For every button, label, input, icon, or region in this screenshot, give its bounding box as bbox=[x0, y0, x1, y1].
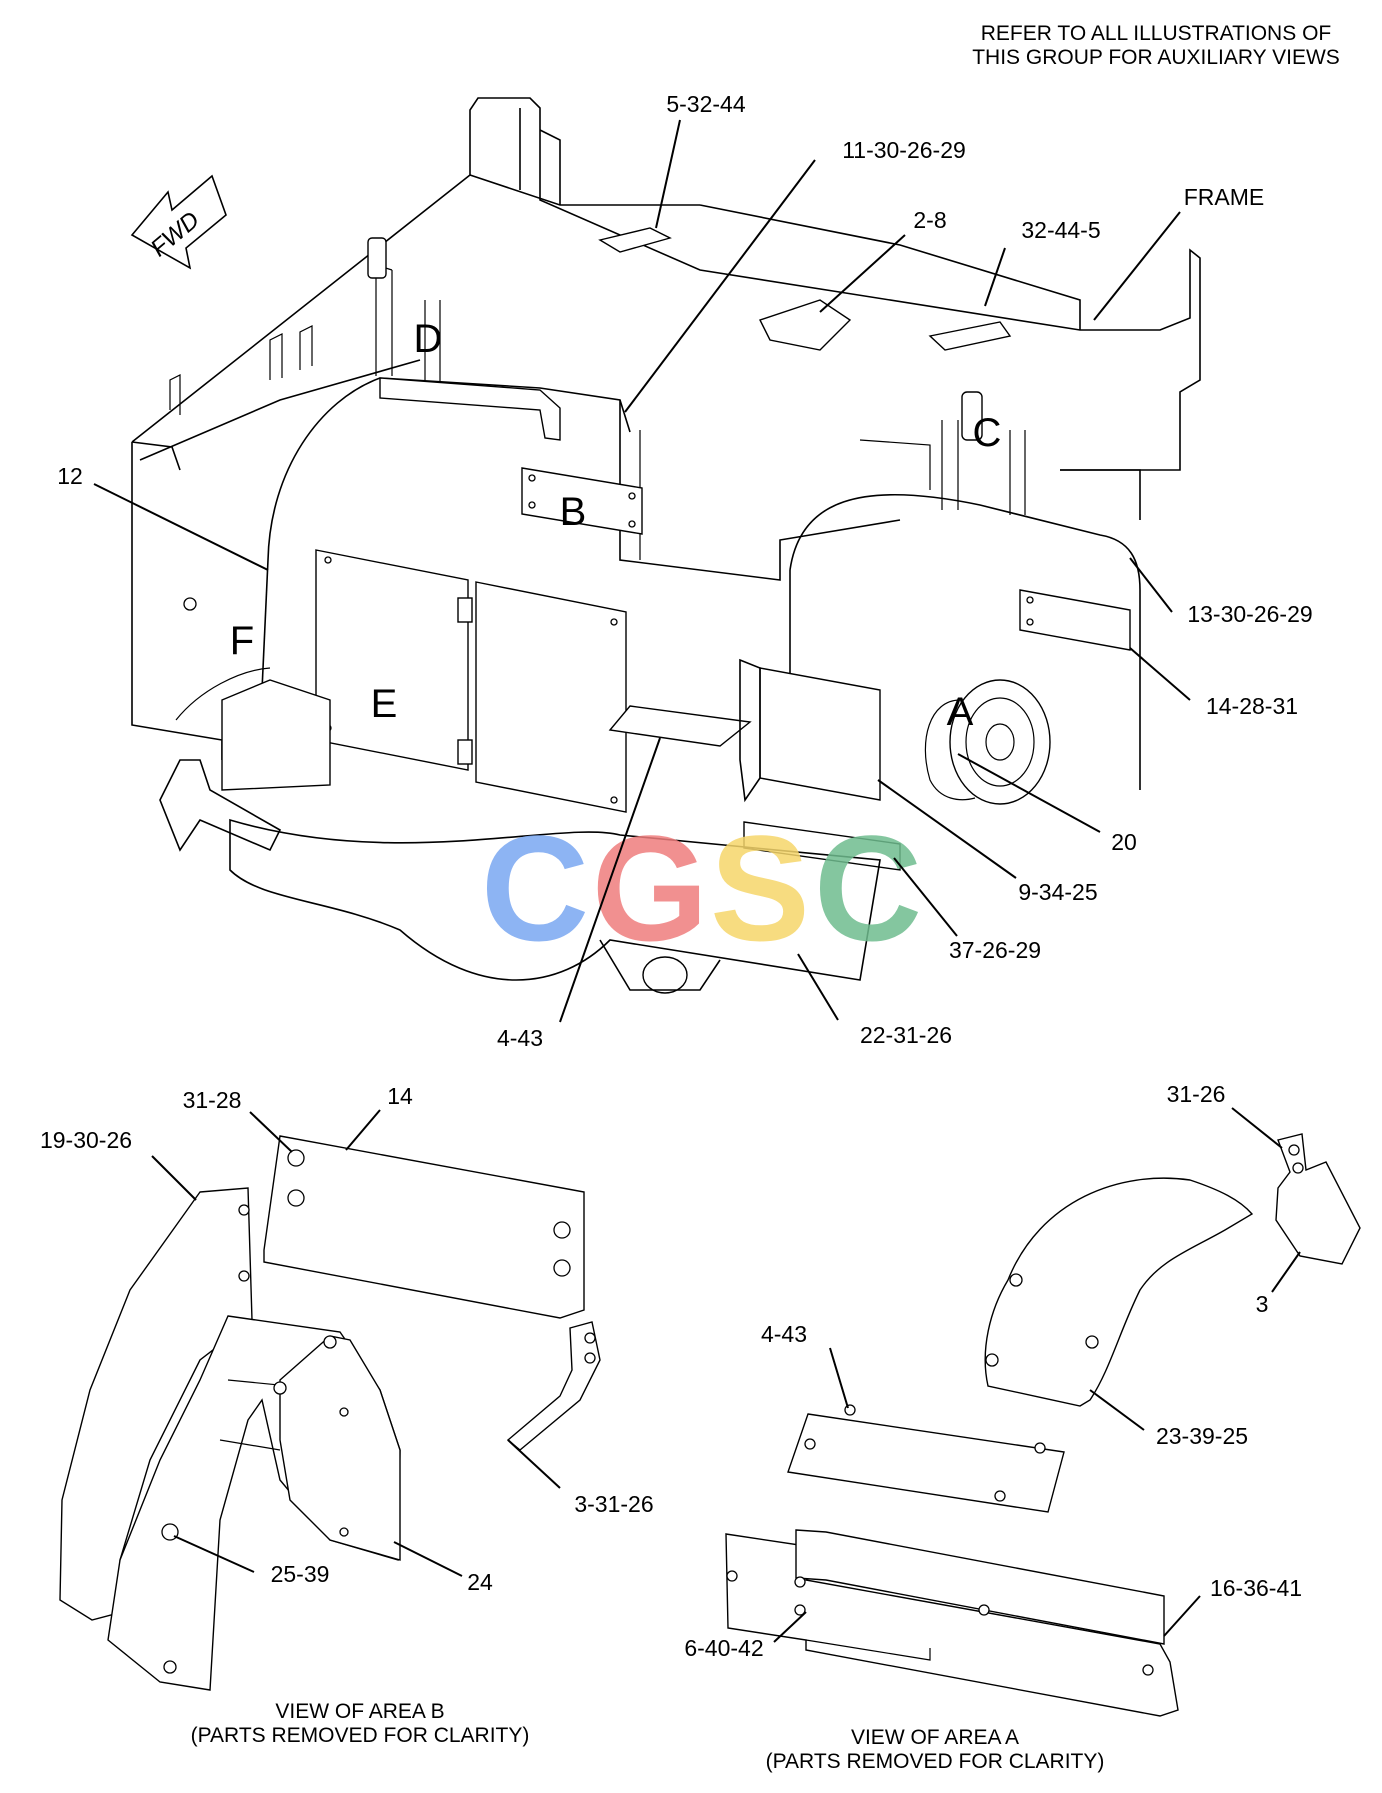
callout-37-26-29: 37-26-29 bbox=[949, 937, 1041, 963]
callout-5-32-44: 5-32-44 bbox=[666, 91, 745, 117]
header-note-line1: REFER TO ALL ILLUSTRATIONS OF bbox=[981, 22, 1331, 45]
area-letter-d: D bbox=[414, 317, 443, 361]
callout-3: 3 bbox=[1256, 1291, 1269, 1317]
callout-25-39: 25-39 bbox=[271, 1561, 330, 1587]
view-a-caption-line2: (PARTS REMOVED FOR CLARITY) bbox=[766, 1750, 1105, 1773]
view-a-caption-line1: VIEW OF AREA A bbox=[851, 1726, 1019, 1749]
area-letter-b: B bbox=[560, 490, 587, 534]
view-area-b: 31-28 14 19-30-26 3-31-26 25-39 24 VIEW … bbox=[40, 1083, 654, 1747]
callout-20: 20 bbox=[1111, 829, 1137, 855]
callout-31-28: 31-28 bbox=[183, 1087, 242, 1113]
area-letter-c: C bbox=[973, 411, 1002, 455]
fwd-label: FWD bbox=[146, 206, 205, 262]
callout-6-40-42: 6-40-42 bbox=[684, 1635, 763, 1661]
area-letter-e: E bbox=[371, 682, 398, 726]
view-b-caption-line1: VIEW OF AREA B bbox=[275, 1700, 444, 1723]
header-note: REFER TO ALL ILLUSTRATIONS OF THIS GROUP… bbox=[972, 22, 1340, 69]
watermark-cgsc: C G S C bbox=[481, 804, 922, 972]
callout-19-30-26: 19-30-26 bbox=[40, 1127, 132, 1153]
callout-frame: FRAME bbox=[1184, 184, 1265, 210]
watermark-letter-2: G bbox=[592, 804, 709, 972]
callout-14-28-31: 14-28-31 bbox=[1206, 693, 1298, 719]
callout-24: 24 bbox=[467, 1569, 493, 1595]
callout-13-30-26-29: 13-30-26-29 bbox=[1187, 601, 1312, 627]
area-letter-a: A bbox=[947, 690, 974, 734]
watermark-letter-3: S bbox=[710, 804, 810, 972]
callout-4-43-area-a: 4-43 bbox=[761, 1321, 807, 1347]
watermark-letter-4: C bbox=[814, 804, 922, 972]
callout-2-8: 2-8 bbox=[913, 207, 946, 233]
callout-3-31-26: 3-31-26 bbox=[574, 1491, 653, 1517]
main-callouts: D B C F E A 5-32-44 11-30-26-29 FRAME 2-… bbox=[57, 91, 1312, 1051]
callout-4-43-main: 4-43 bbox=[497, 1025, 543, 1051]
callout-31-26: 31-26 bbox=[1167, 1081, 1226, 1107]
callout-9-34-25: 9-34-25 bbox=[1018, 879, 1097, 905]
callout-11-30-26-29: 11-30-26-29 bbox=[842, 137, 966, 163]
callout-12: 12 bbox=[57, 463, 83, 489]
callout-16-36-41: 16-36-41 bbox=[1210, 1575, 1302, 1601]
callout-23-39-25: 23-39-25 bbox=[1156, 1423, 1248, 1449]
area-letter-f: F bbox=[230, 619, 254, 663]
view-area-a: 31-26 3 4-43 23-39-25 16-36-41 6-40-42 V… bbox=[684, 1081, 1361, 1773]
fwd-arrow-icon: FWD bbox=[130, 174, 227, 270]
header-note-line2: THIS GROUP FOR AUXILIARY VIEWS bbox=[972, 46, 1340, 69]
callout-14: 14 bbox=[387, 1083, 413, 1109]
callout-32-44-5: 32-44-5 bbox=[1021, 217, 1100, 243]
main-frame-illustration bbox=[131, 97, 1201, 994]
view-b-caption-line2: (PARTS REMOVED FOR CLARITY) bbox=[191, 1724, 530, 1747]
watermark-letter-1: C bbox=[481, 804, 589, 972]
callout-22-31-26: 22-31-26 bbox=[860, 1022, 952, 1048]
